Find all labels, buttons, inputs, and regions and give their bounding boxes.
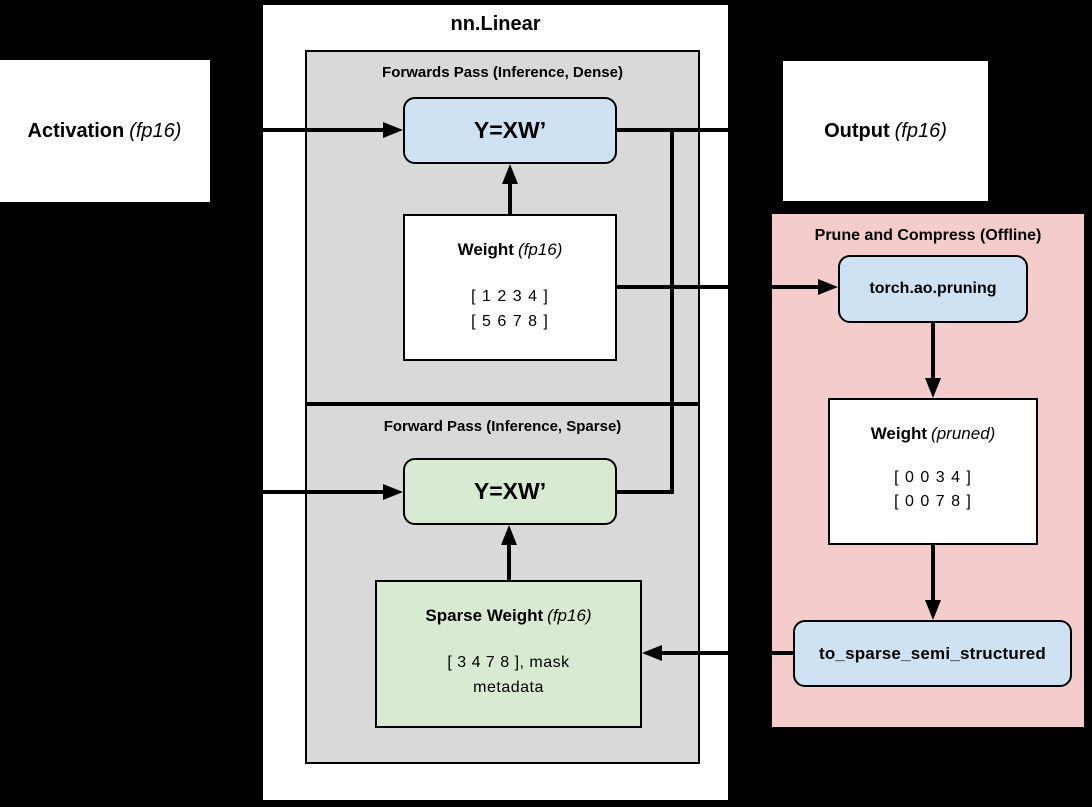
pruned-weight-box: Weight(pruned) [ 0 0 3 4 ] [ 0 0 7 8 ] [828, 398, 1038, 545]
arrow-activation-to-sparse-matmul [230, 490, 383, 494]
output-type: (fp16) [894, 119, 947, 142]
sparse-weight-matrix: [ 3 4 7 8 ], mask metadata [377, 650, 640, 700]
sparse-weight-title: Sparse Weight(fp16) [425, 606, 592, 625]
matrix-row: [ 5 6 7 8 ] [471, 313, 549, 330]
pruned-weight-matrix: [ 0 0 3 4 ] [ 0 0 7 8 ] [830, 466, 1036, 514]
activation-label: Activation [27, 119, 125, 142]
arrowhead-sparse-weight-to-sparse-matmul [501, 525, 517, 545]
arrowhead-weight-to-pruning [818, 279, 838, 295]
arrow-weight-to-dense-matmul [508, 184, 512, 214]
output-label: Output [824, 119, 890, 142]
dense-weight-matrix: [ 1 2 3 4 ] [ 5 6 7 8 ] [405, 284, 615, 334]
connector-output-trunk [670, 128, 674, 494]
arrow-pruned-weight-to-compress [931, 545, 935, 600]
sparse-matmul-label: Y=XW’ [473, 478, 547, 504]
arrowhead-pruning-to-pruned-weight [925, 378, 941, 398]
pruning-node: torch.ao.pruning [838, 255, 1028, 323]
arrowhead-compress-to-sparse-weight [642, 645, 662, 661]
matrix-row: [ 0 0 3 4 ] [894, 469, 972, 486]
arrow-compress-to-sparse-weight [662, 651, 793, 655]
matrix-row: [ 0 0 7 8 ] [894, 493, 972, 510]
arrow-weight-to-pruning [616, 285, 818, 289]
dense-matmul-node: Y=XW’ [403, 97, 617, 164]
arrow-pruning-to-pruned-weight [931, 323, 935, 378]
arrowhead-pruned-weight-to-compress [925, 600, 941, 620]
sparse-matmul-node: Y=XW’ [403, 458, 617, 525]
pruned-weight-title: Weight(pruned) [870, 424, 996, 443]
activation-type: (fp16) [129, 119, 182, 142]
matrix-row: metadata [473, 679, 544, 696]
compress-node: to_sparse_semi_structured [793, 620, 1072, 687]
arrow-activation-to-dense-matmul [230, 128, 383, 132]
dense-section-title: Forwards Pass (Inference, Dense) [382, 64, 623, 81]
matrix-row: [ 1 2 3 4 ] [471, 288, 549, 305]
matrix-row: [ 3 4 7 8 ], mask [447, 654, 570, 671]
arrowhead-weight-to-dense-matmul [502, 164, 518, 184]
pruning-node-label: torch.ao.pruning [869, 280, 997, 297]
nn-linear-title: nn.Linear [450, 13, 541, 35]
arrowhead-activation-to-dense-matmul [383, 122, 403, 138]
dense-weight-title: Weight(fp16) [457, 240, 563, 259]
prune-compress-title: Prune and Compress (Offline) [814, 227, 1042, 244]
connector-sparse-matmul-out [616, 490, 674, 494]
arrow-dense-matmul-to-output [616, 128, 781, 132]
arrowhead-activation-to-sparse-matmul [383, 484, 403, 500]
compress-node-label: to_sparse_semi_structured [818, 643, 1047, 663]
dense-matmul-label: Y=XW’ [473, 117, 547, 143]
output-box: Output (fp16) [781, 59, 990, 203]
arrow-sparse-weight-to-sparse-matmul [507, 545, 511, 580]
activation-box: Activation (fp16) [0, 58, 212, 204]
sparse-weight-box: Sparse Weight(fp16) [ 3 4 7 8 ], mask me… [375, 580, 642, 728]
dense-weight-box: Weight(fp16) [ 1 2 3 4 ] [ 5 6 7 8 ] [403, 214, 617, 361]
sparse-section-title: Forward Pass (Inference, Sparse) [383, 418, 622, 435]
